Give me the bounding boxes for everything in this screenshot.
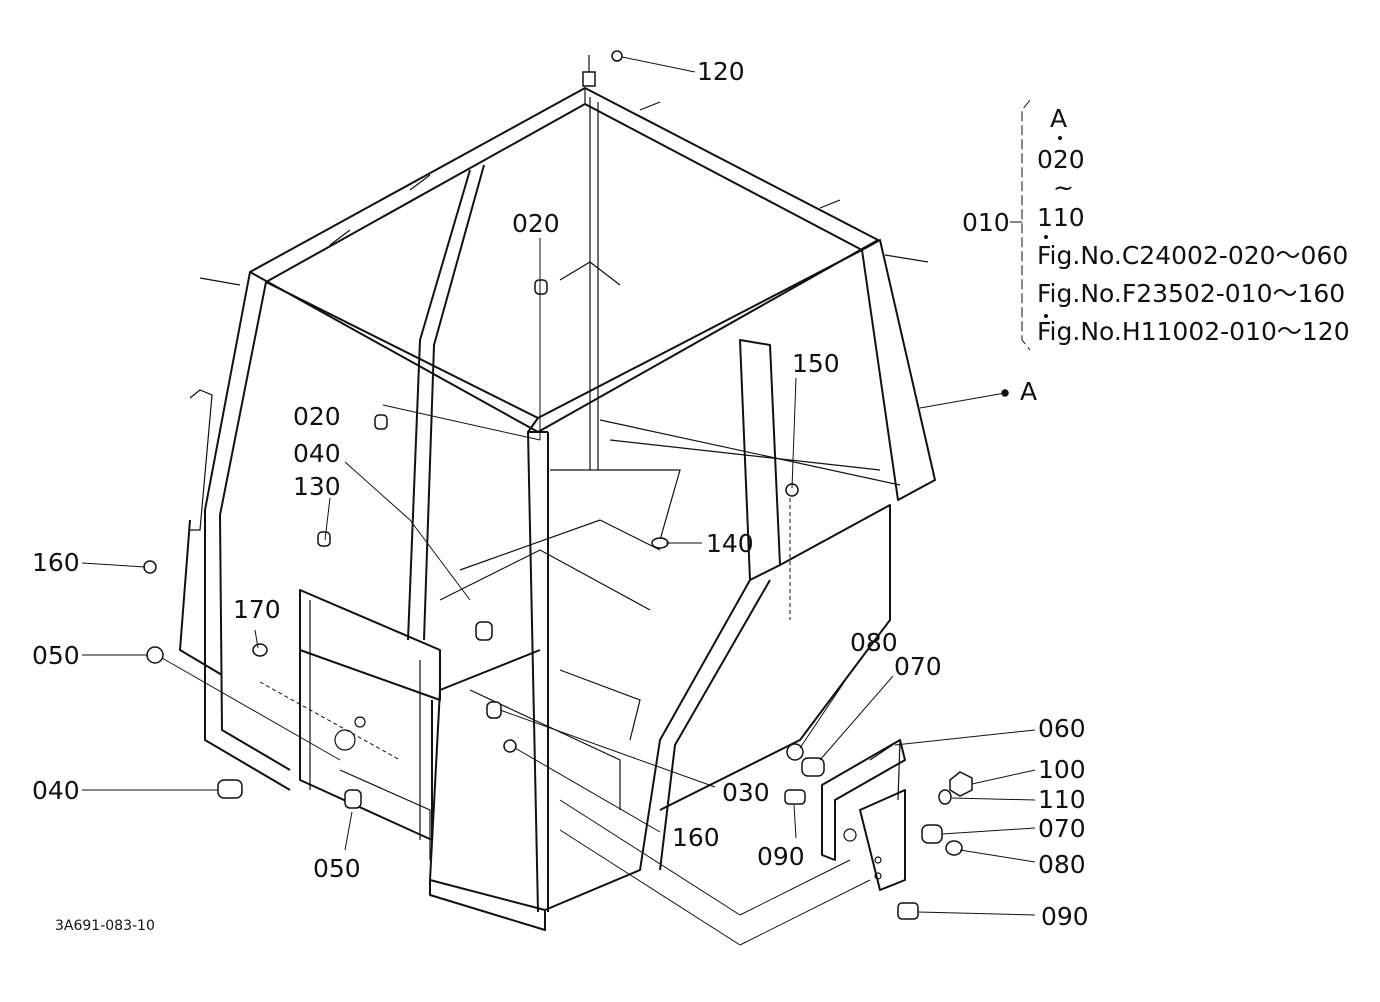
callout-140: 140 (706, 529, 754, 558)
callout-040-lower: 040 (32, 776, 80, 805)
callout-150: 150 (792, 349, 840, 378)
callout-020-top: 020 (512, 209, 560, 238)
callout-090-left: 090 (757, 842, 805, 871)
callout-100: 100 (1038, 755, 1086, 784)
assembly-bracket (1010, 99, 1062, 351)
bracket-from: 020 (1037, 145, 1085, 174)
bracket-top-A: A (1050, 104, 1067, 133)
drawing-number: 3A691-083-10 (55, 918, 155, 934)
floor-base (429, 469, 681, 931)
callout-160-left: 160 (32, 548, 80, 577)
front-left-post (179, 271, 291, 791)
callout-080-lower: 080 (1038, 850, 1086, 879)
callout-020-left: 020 (293, 402, 341, 431)
callout-130: 130 (293, 472, 341, 501)
callout-160-bottom: 160 (672, 823, 720, 852)
callout-090-right: 090 (1041, 902, 1089, 931)
callout-040-upper: 040 (293, 439, 341, 468)
callout-labels: 120 020 150 020 040 130 140 160 170 050 … (32, 57, 1089, 931)
callout-170: 170 (233, 595, 281, 624)
callout-050-bottom: 050 (313, 854, 361, 883)
callout-030: 030 (722, 778, 770, 807)
rear-left-post (407, 164, 485, 641)
callout-060: 060 (1038, 714, 1086, 743)
front-right-post (527, 417, 549, 913)
bracket-to: 110 (1037, 203, 1085, 232)
callout-050-left: 050 (32, 641, 80, 670)
callout-110: 110 (1038, 785, 1086, 814)
callout-070-lower: 070 (1038, 814, 1086, 843)
callout-120: 120 (697, 57, 745, 86)
bracket-tilde: ~ (1053, 173, 1074, 202)
fig-ref-3: Fig.No.H11002-010～120 (1037, 317, 1350, 346)
front-panel (299, 589, 441, 860)
fig-ref-1: Fig.No.C24002-020～060 (1037, 241, 1348, 270)
leader-lines (81, 56, 1036, 946)
right-bracket-assembly (821, 738, 906, 891)
bracket-group-010: 010 (962, 208, 1010, 237)
callout-070-upper: 070 (894, 652, 942, 681)
fig-ref-2: Fig.No.F23502-010～160 (1037, 279, 1345, 308)
callout-A: A (1020, 377, 1037, 406)
bracket-labels: A 020 ~ 110 010 Fig.No.C24002-020～060 Fi… (962, 104, 1350, 346)
hardware-parts (143, 50, 1009, 920)
callout-080-upper: 080 (850, 628, 898, 657)
right-side-frame (544, 239, 936, 911)
